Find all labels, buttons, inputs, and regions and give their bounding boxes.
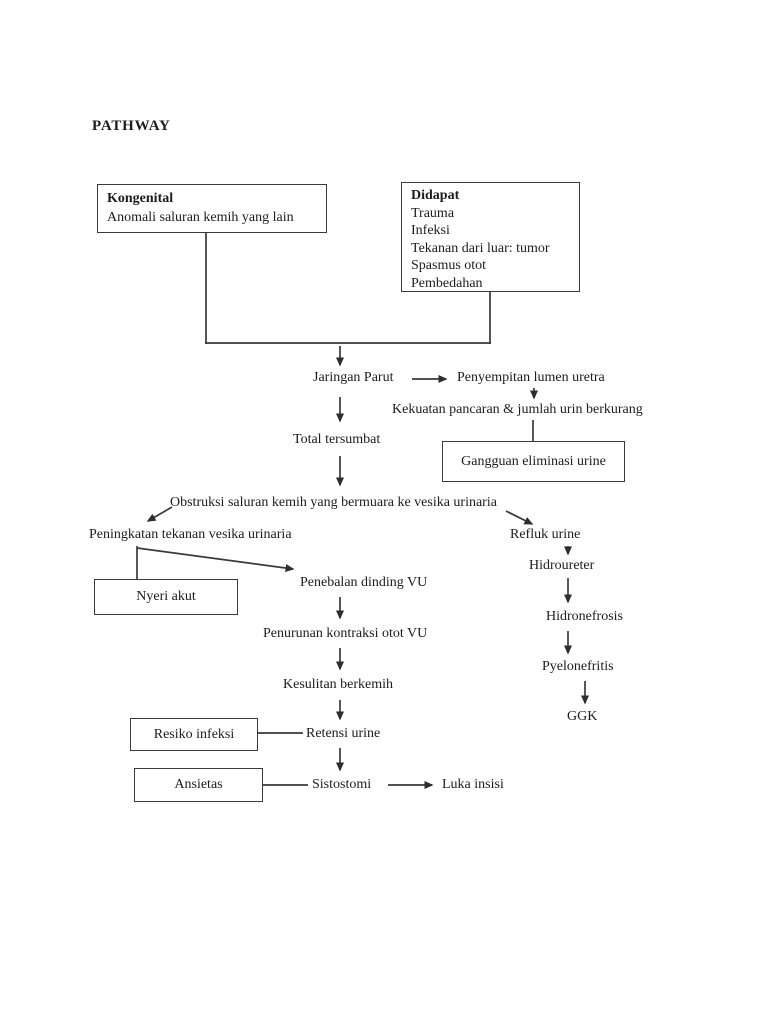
node-ggk: GGK: [567, 709, 598, 724]
node-hidronefrosis: Hidronefrosis: [546, 609, 623, 624]
arrow-obstruksi-to-refluk: [505, 510, 534, 525]
box-resiko-infeksi: Resiko infeksi: [130, 718, 258, 751]
box-nyeri-akut: Nyeri akut: [94, 579, 238, 615]
node-penebalan-dinding: Penebalan dinding VU: [300, 575, 428, 590]
box-didapat: Didapat Trauma Infeksi Tekanan dari luar…: [401, 182, 580, 292]
node-penyempitan-lumen: Penyempitan lumen uretra: [457, 370, 605, 385]
box-gangguan-eliminasi: Gangguan eliminasi urine: [442, 441, 625, 482]
node-jaringan-parut: Jaringan Parut: [313, 370, 394, 385]
node-sistostomi: Sistostomi: [312, 777, 372, 792]
node-hidroureter: Hidroureter: [529, 558, 595, 573]
box-kongenital: Kongenital Anomali saluran kemih yang la…: [97, 184, 327, 233]
box-didapat-item: Infeksi: [411, 223, 450, 238]
node-kekuatan-pancaran: Kekuatan pancaran & jumlah urin berkuran…: [392, 402, 643, 417]
node-obstruksi: Obstruksi saluran kemih yang bermuara ke…: [170, 495, 497, 510]
box-didapat-item: Trauma: [411, 205, 455, 221]
node-kesulitan-berkemih: Kesulitan berkemih: [283, 677, 394, 692]
node-retensi-urine: Retensi urine: [306, 726, 381, 741]
node-penurunan-kontraksi: Penurunan kontraksi otot VU: [263, 626, 428, 641]
arrow-peningkatan-to-penebalan: [136, 547, 295, 572]
box-nyeri-akut-label: Nyeri akut: [136, 589, 196, 604]
node-total-tersumbat: Total tersumbat: [293, 432, 381, 447]
box-didapat-item: Tekanan dari luar: tumor: [411, 240, 550, 256]
box-kongenital-title: Kongenital: [107, 191, 174, 206]
box-didapat-item: Pembedahan: [411, 275, 483, 291]
box-didapat-item: Spasmus otot: [411, 258, 487, 273]
box-ansietas-label: Ansietas: [174, 777, 223, 792]
box-resiko-infeksi-label: Resiko infeksi: [153, 726, 235, 742]
box-gangguan-eliminasi-label: Gangguan eliminasi urine: [461, 453, 606, 469]
node-luka-insisi: Luka insisi: [442, 777, 504, 792]
arrow-obstruksi-to-peningkatan: [146, 506, 173, 522]
node-pyelonefritis: Pyelonefritis: [542, 659, 614, 674]
node-peningkatan-tekanan: Peningkatan tekanan vesika urinaria: [89, 527, 292, 542]
page-title: PATHWAY: [92, 118, 171, 134]
node-refluk-urine: Refluk urine: [510, 527, 581, 542]
box-didapat-title: Didapat: [411, 188, 460, 203]
box-kongenital-subtitle: Anomali saluran kemih yang lain: [107, 210, 294, 225]
box-ansietas: Ansietas: [134, 768, 263, 802]
